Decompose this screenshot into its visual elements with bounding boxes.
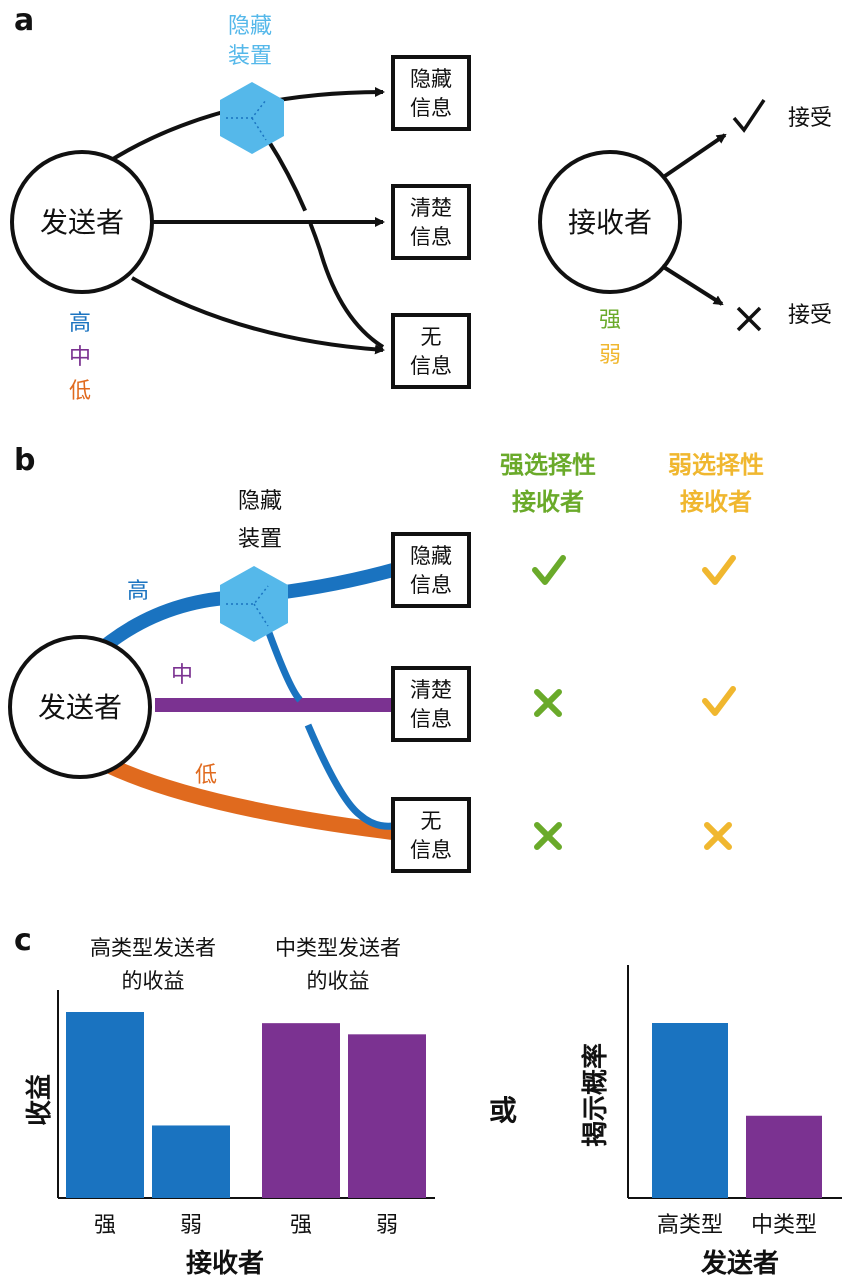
y-axis-label: 收益 bbox=[25, 1074, 55, 1126]
box-clear-info bbox=[391, 666, 471, 742]
strong-header-line2: 接收者 bbox=[512, 488, 584, 516]
hide-device-inner-lines bbox=[226, 99, 267, 141]
sender-circle bbox=[10, 150, 154, 294]
hide-device-label-line1: 隐藏 bbox=[228, 14, 272, 39]
strong-header-line1: 强选择性 bbox=[500, 451, 596, 479]
path-sender-to-none bbox=[131, 276, 385, 355]
hide-device-label-line2: 装置 bbox=[228, 44, 272, 69]
tick-label: 强 bbox=[94, 1213, 116, 1238]
receiver-type-strong: 强 bbox=[599, 308, 621, 333]
hide-device-label-line1: 隐藏 bbox=[238, 489, 282, 514]
group-label-mid-line2: 的收益 bbox=[307, 969, 370, 993]
bar bbox=[262, 1023, 340, 1198]
path-high-hidden-device-to-none bbox=[264, 628, 394, 830]
box-clear-line1: 清楚 bbox=[410, 678, 452, 702]
tick-label: 强 bbox=[290, 1213, 312, 1238]
path-high-label: 高 bbox=[127, 579, 149, 604]
box-none-line1: 无 bbox=[421, 809, 442, 833]
box-no-info bbox=[391, 313, 471, 389]
check-icon bbox=[732, 99, 766, 133]
x-axis-label: 发送者 bbox=[700, 1248, 779, 1279]
box-hidden-line1: 隐藏 bbox=[410, 67, 452, 91]
weak-header-line1: 弱选择性 bbox=[668, 451, 764, 479]
box-no-info bbox=[391, 797, 471, 873]
receiver-circle bbox=[538, 150, 682, 294]
bar bbox=[348, 1034, 426, 1198]
panel-a: a 隐藏 装置 发送者 隐藏 信息 清楚 信息 无 信息 高 中 低 接收者 bbox=[10, 3, 832, 404]
tick-label: 中类型 bbox=[751, 1213, 817, 1238]
panel-b-label: b bbox=[14, 443, 35, 478]
path-hidden-device-to-none bbox=[266, 138, 385, 349]
type-mid: 中 bbox=[69, 345, 91, 370]
box-none-line2: 信息 bbox=[410, 354, 452, 378]
cross-icon bbox=[534, 822, 562, 850]
hide-device-label-line2: 装置 bbox=[238, 527, 282, 552]
path-low-to-none bbox=[104, 757, 394, 840]
sender-label: 发送者 bbox=[38, 691, 122, 724]
sender-label: 发送者 bbox=[40, 206, 124, 239]
bar bbox=[746, 1115, 822, 1198]
box-hidden-info bbox=[391, 55, 471, 131]
box-hidden-line1: 隐藏 bbox=[410, 544, 452, 568]
box-none-line1: 无 bbox=[421, 325, 442, 349]
cross-icon bbox=[736, 306, 762, 332]
bar bbox=[652, 1023, 728, 1198]
group-label-high-line1: 高类型发送者 bbox=[90, 936, 216, 960]
tick-label: 弱 bbox=[376, 1213, 398, 1238]
type-high: 高 bbox=[69, 311, 91, 336]
box-clear-info bbox=[391, 184, 471, 260]
bars bbox=[652, 1023, 822, 1198]
weak-header-line2: 接收者 bbox=[680, 488, 752, 516]
bars bbox=[66, 1012, 426, 1198]
hide-device-inner-lines bbox=[226, 585, 269, 627]
panel-c-label: c bbox=[14, 923, 32, 958]
box-hidden-line2: 信息 bbox=[410, 96, 452, 120]
group-label-high-line2: 的收益 bbox=[122, 969, 185, 993]
outcome-marks bbox=[532, 555, 736, 850]
path-mid-label: 中 bbox=[171, 663, 193, 688]
box-clear-line1: 清楚 bbox=[410, 196, 452, 220]
receiver-type-weak: 弱 bbox=[599, 343, 621, 368]
panel-c: c 高类型发送者 的收益 中类型发送者 的收益 强弱强弱 接收者 收益 或 高类… bbox=[14, 923, 842, 1279]
tick-label: 高类型 bbox=[657, 1213, 723, 1238]
panel-a-label: a bbox=[14, 3, 34, 38]
accept-label-top: 接受 bbox=[788, 106, 832, 131]
or-text: 或 bbox=[489, 1094, 517, 1127]
cross-icon bbox=[534, 689, 562, 717]
payoff-chart: 高类型发送者 的收益 中类型发送者 的收益 强 弱 强 弱 接收者 收益 bbox=[25, 936, 435, 1279]
box-none-line2: 信息 bbox=[410, 838, 452, 862]
accept-label-bottom: 接受 bbox=[788, 303, 832, 328]
receiver-label: 接收者 bbox=[568, 206, 652, 239]
cross-icon bbox=[704, 822, 732, 850]
bar bbox=[152, 1125, 230, 1198]
group-label-mid-line1: 中类型发送者 bbox=[275, 936, 401, 960]
y-axis-label: 揭示概率 bbox=[580, 1043, 611, 1147]
arrow-receiver-accept bbox=[660, 133, 727, 180]
x-axis-label: 接收者 bbox=[186, 1249, 264, 1279]
box-hidden-info bbox=[391, 532, 471, 608]
check-icon bbox=[702, 686, 736, 716]
path-low-label: 低 bbox=[195, 763, 217, 788]
sender-circle bbox=[8, 635, 152, 779]
reveal-probability-chart: 高类型 中类型 发送者 揭示概率 bbox=[580, 965, 842, 1279]
bar bbox=[66, 1012, 144, 1198]
tick-label: 弱 bbox=[180, 1213, 202, 1238]
arrow-receiver-reject bbox=[660, 264, 724, 306]
box-hidden-line2: 信息 bbox=[410, 573, 452, 597]
check-icon bbox=[532, 555, 566, 585]
panel-b: b 隐藏 装置 高 中 低 发送者 隐藏 信息 清楚 信息 无 信息 强选择性 … bbox=[8, 443, 764, 873]
type-low: 低 bbox=[69, 379, 91, 404]
check-icon bbox=[702, 555, 736, 585]
box-clear-line2: 信息 bbox=[410, 707, 452, 731]
box-clear-line2: 信息 bbox=[410, 225, 452, 249]
tick-labels: 高类型 中类型 bbox=[657, 1213, 817, 1238]
tick-labels: 强弱强弱 bbox=[94, 1213, 398, 1238]
